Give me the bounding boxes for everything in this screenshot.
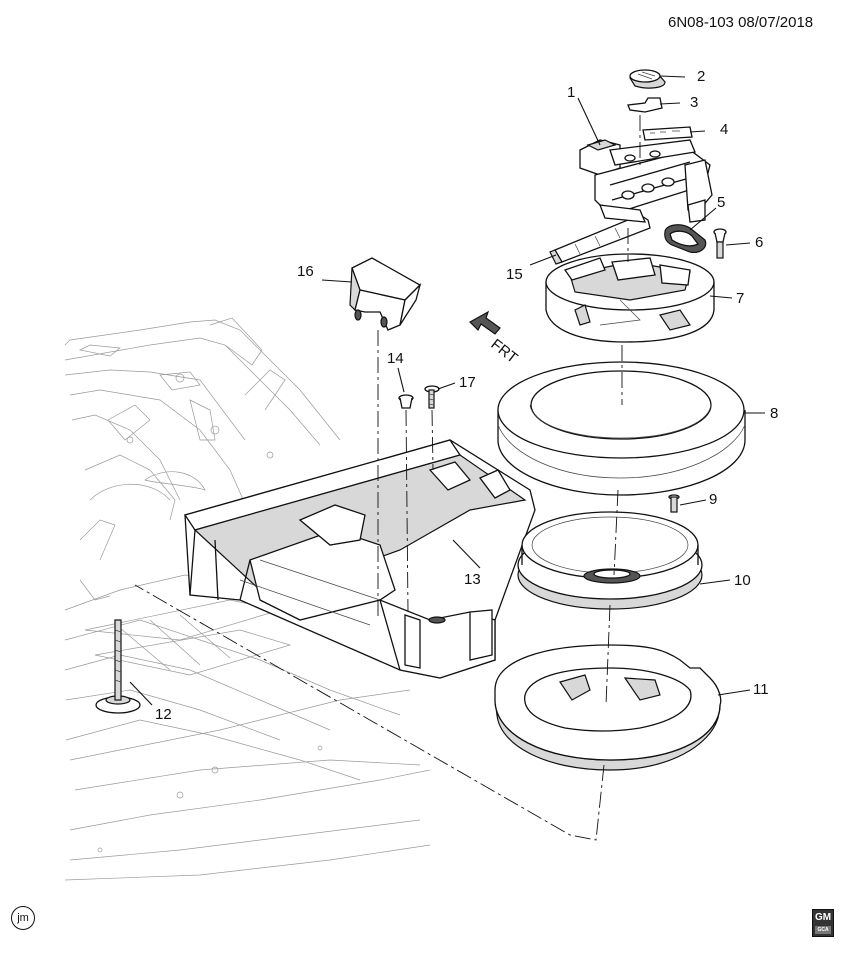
callout-labels: 1 2 3 4 5 6 7 8 9 10 11 12 13 14 17 15 1… (155, 68, 778, 723)
part-5-retainer (664, 224, 707, 253)
callout-4: 4 (720, 121, 728, 138)
callout-13: 13 (464, 571, 481, 588)
part-10-wheel (517, 511, 703, 610)
callout-15: 15 (506, 266, 523, 283)
callout-9: 9 (709, 491, 717, 508)
callout-6: 6 (755, 234, 763, 251)
part-6-bolt (713, 228, 727, 259)
part-16-cover (349, 257, 422, 331)
part-4-label (642, 126, 693, 141)
front-label: FRT (488, 336, 521, 367)
callout-11: 11 (753, 681, 769, 698)
callout-7: 7 (736, 290, 744, 307)
part-1-jack (579, 139, 713, 223)
callout-12: 12 (155, 706, 172, 723)
front-direction-indicator: FRT (469, 310, 521, 367)
gm-logo-sub: GCA (815, 926, 831, 934)
callout-5: 5 (717, 194, 725, 211)
diagram-code: 6N08-103 (668, 14, 734, 31)
vehicle-body-outline (64, 317, 431, 881)
callout-8: 8 (770, 405, 778, 422)
callout-17: 17 (459, 374, 476, 391)
assembly-centerlines (134, 115, 641, 841)
part-8-spare-tire (497, 361, 746, 496)
part-14-push-pin (398, 394, 414, 409)
callout-10: 10 (734, 572, 751, 589)
part-7-jack-tray (545, 253, 715, 343)
callout-16: 16 (297, 263, 314, 280)
part-15-jack-handle (549, 214, 651, 265)
part-2-knob (629, 69, 666, 89)
part-3-bracket (627, 97, 663, 113)
callout-2: 2 (697, 68, 705, 85)
part-9-wheel-bolt (668, 494, 680, 513)
jm-badge: jm (11, 906, 35, 930)
part-11-spacer-ring (494, 644, 722, 771)
gm-logo-letters: GM (814, 912, 832, 923)
leader-lines (129, 75, 765, 706)
diagram-header: 6N08-103 08/07/2018 (668, 14, 813, 31)
callout-3: 3 (690, 94, 698, 111)
diagram-date: 08/07/2018 (738, 14, 814, 31)
gm-logo: GM GCA (812, 909, 834, 937)
part-17-screw (424, 385, 440, 409)
part-13-storage-tray (183, 439, 536, 679)
callout-1: 1 (567, 84, 575, 101)
part-12-spare-stud (95, 619, 141, 714)
callout-14: 14 (387, 350, 404, 367)
